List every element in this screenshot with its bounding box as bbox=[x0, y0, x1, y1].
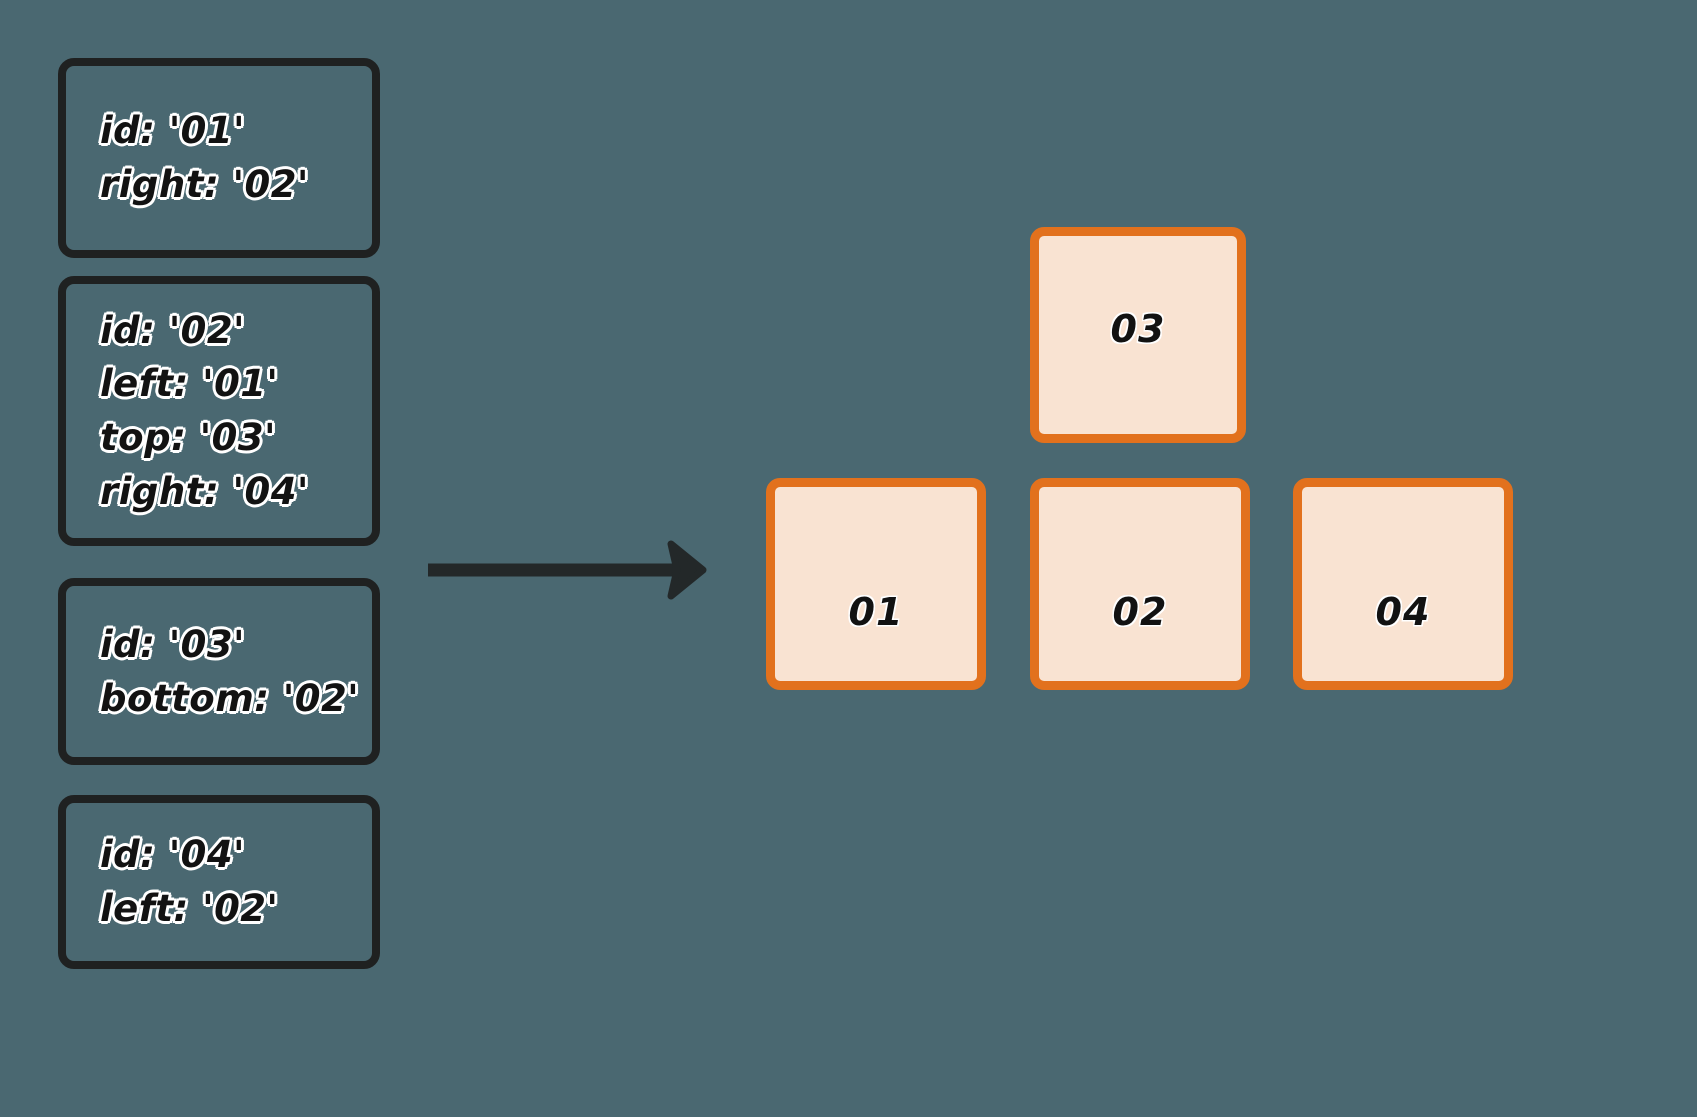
definition-line-id: id: '02' bbox=[98, 307, 247, 354]
layout-block-04[interactable]: 04 bbox=[1293, 478, 1513, 690]
node-definition-card-04: id: '04' left: '02' bbox=[58, 795, 380, 969]
definition-line-id: id: '03' bbox=[98, 621, 247, 668]
node-definition-card-01: id: '01' right: '02' bbox=[58, 58, 380, 258]
layout-block-03[interactable]: 03 bbox=[1030, 227, 1246, 443]
layout-block-label: 01 bbox=[848, 590, 904, 634]
layout-block-01[interactable]: 01 bbox=[766, 478, 986, 690]
layout-block-label: 02 bbox=[1112, 590, 1168, 634]
definition-line-right: right: '02' bbox=[98, 161, 310, 208]
definition-line-left: left: '02' bbox=[98, 885, 280, 932]
definition-line-bottom: bottom: '02' bbox=[98, 675, 361, 722]
arrow-right-icon bbox=[428, 540, 707, 600]
definition-line-top: top: '03' bbox=[98, 414, 277, 461]
layout-block-label: 04 bbox=[1375, 590, 1431, 634]
node-definition-card-02: id: '02' left: '01' top: '03' right: '04… bbox=[58, 276, 380, 546]
definition-line-left: left: '01' bbox=[98, 360, 280, 407]
node-definition-card-03: id: '03' bottom: '02' bbox=[58, 578, 380, 765]
definition-line-right: right: '04' bbox=[98, 468, 310, 515]
definition-line-id: id: '04' bbox=[98, 831, 247, 878]
layout-block-label: 03 bbox=[1110, 307, 1166, 351]
definition-line-id: id: '01' bbox=[98, 107, 247, 154]
layout-block-02[interactable]: 02 bbox=[1030, 478, 1250, 690]
